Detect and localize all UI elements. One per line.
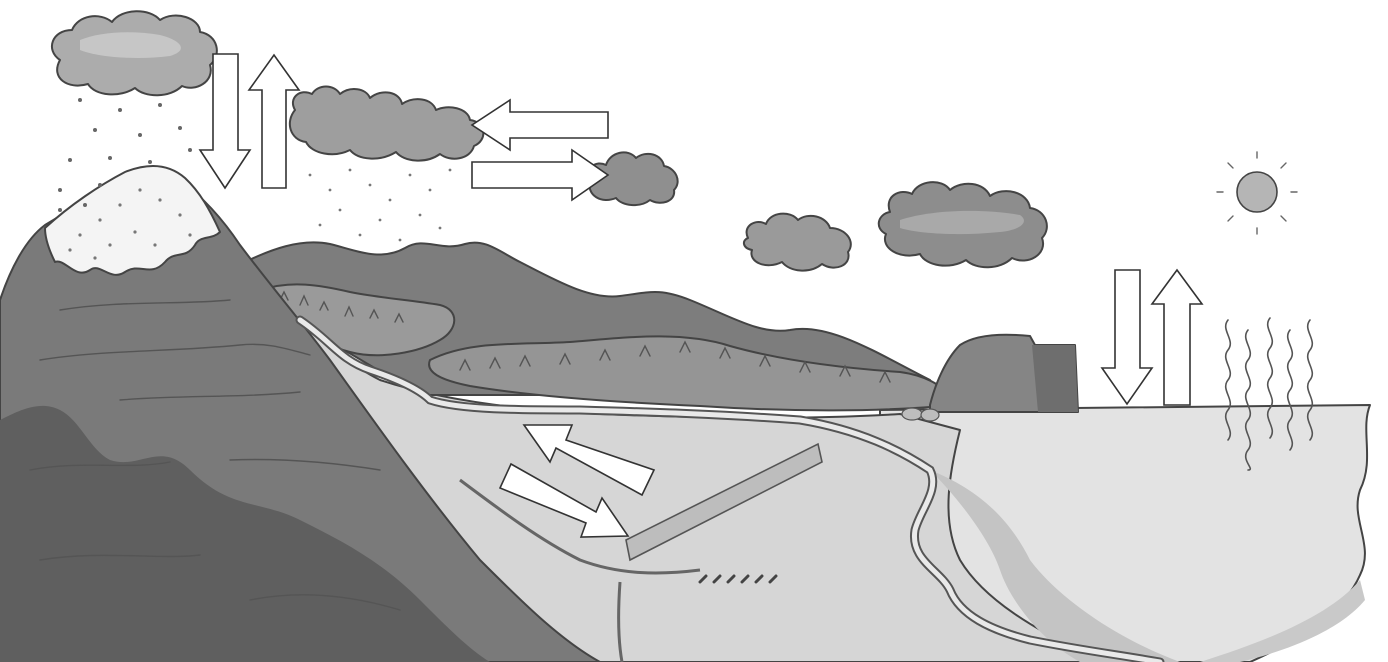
arrow-right-icon: [472, 150, 608, 200]
cloud-center-large: [879, 182, 1047, 267]
sea-cliff-face: [1032, 345, 1078, 412]
rock-left: [902, 408, 922, 420]
arrow-left-icon: [472, 100, 608, 150]
arrow-down-ocean-icon: [1102, 270, 1152, 404]
cloud-mid: [290, 87, 484, 161]
cloud-center-small: [744, 214, 851, 271]
rock-right: [921, 409, 939, 421]
cloud-top-left: [52, 11, 217, 95]
forest-hills-right: [429, 336, 955, 410]
sun-icon: [1217, 152, 1297, 234]
arrow-up-ocean-icon: [1152, 270, 1202, 405]
precipitation-mid: [309, 169, 452, 242]
